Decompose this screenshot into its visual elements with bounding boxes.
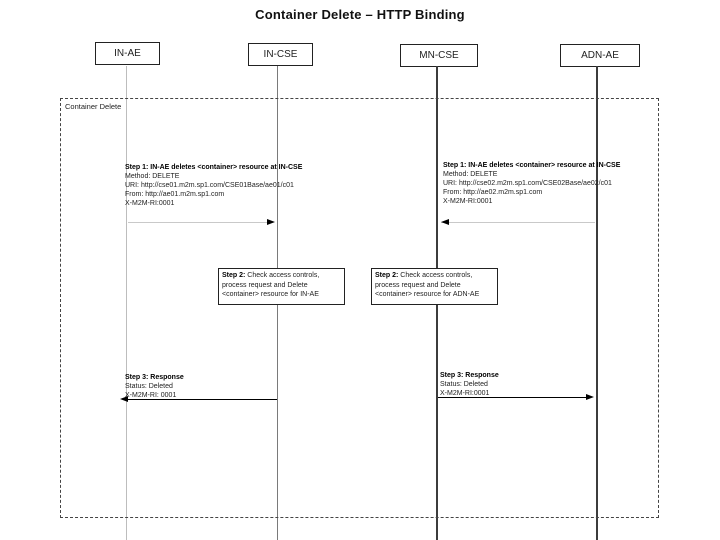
actor-label-adn-ae: ADN-AE — [581, 50, 619, 61]
step1-right-from: From: http://ae02.m2m.sp1.com — [443, 189, 543, 196]
step1-right-header: Step 1: IN-AE deletes <container> resour… — [443, 162, 621, 169]
step3-right-arrowhead-right-icon — [586, 394, 594, 400]
step3-left-header: Step 3: Response — [125, 374, 184, 381]
step1-left-arrowhead-right-icon — [267, 219, 275, 225]
step2-right-process-box: Step 2: Check access controls, process r… — [371, 268, 498, 305]
step3-left-arrowhead-left-icon — [120, 396, 128, 402]
actor-box-in-cse: IN-CSE — [248, 43, 313, 66]
step1-right-ri: X-M2M-RI:0001 — [443, 198, 493, 205]
step3-right-response-arrow-line — [438, 397, 589, 398]
step1-left-header: Step 1: IN-AE deletes <container> resour… — [125, 164, 303, 171]
step3-right-response-text: Step 3: Response Status: Deleted X-M2M-R… — [440, 371, 499, 398]
frame-label: Container Delete — [65, 102, 122, 111]
step1-right-arrowhead-left-icon — [441, 219, 449, 225]
actor-box-mn-cse: MN-CSE — [400, 44, 478, 67]
step3-left-response-text: Step 3: Response Status: Deleted X-M2M-R… — [125, 373, 184, 400]
step3-right-ri: X-M2M-RI:0001 — [440, 390, 490, 397]
step1-left-ri: X-M2M-RI:0001 — [125, 200, 175, 207]
step1-left-uri: URI: http://cse01.m2m.sp1.com/CSE01Base/… — [125, 182, 294, 189]
container-delete-frame: Container Delete — [60, 98, 659, 518]
actor-label-mn-cse: MN-CSE — [419, 50, 459, 61]
step2-left-process-box: Step 2: Check access controls, process r… — [218, 268, 345, 305]
step3-left-ri: X-M2M-RI: 0001 — [125, 392, 177, 399]
step2-right-text: Check access controls, process request a… — [375, 272, 480, 298]
step3-right-header: Step 3: Response — [440, 372, 499, 379]
actor-box-in-ae: IN-AE — [95, 42, 160, 65]
step3-left-status: Status: Deleted — [125, 383, 173, 390]
step1-left-message-text: Step 1: IN-AE deletes <container> resour… — [125, 163, 302, 208]
step2-left-text: Check access controls, process request a… — [222, 272, 320, 298]
step1-right-request-arrow-line — [441, 222, 595, 223]
step3-right-status: Status: Deleted — [440, 381, 488, 388]
step1-right-uri: URI: http://cse02.m2m.sp1.com/CSE02Base/… — [443, 180, 612, 187]
actor-box-adn-ae: ADN-AE — [560, 44, 640, 67]
step1-right-message-text: Step 1: IN-AE deletes <container> resour… — [443, 161, 620, 206]
diagram-title: Container Delete – HTTP Binding — [255, 7, 465, 22]
actor-label-in-cse: IN-CSE — [263, 49, 298, 60]
step2-right-label: Step 2: — [375, 272, 399, 279]
step3-left-response-arrow-line — [123, 399, 277, 400]
lifeline-in-ae — [126, 66, 127, 540]
step1-right-method: Method: DELETE — [443, 171, 498, 178]
lifeline-adn-ae — [596, 66, 598, 540]
step1-left-from: From: http://ae01.m2m.sp1.com — [125, 191, 225, 198]
step2-left-label: Step 2: — [222, 272, 246, 279]
step1-left-request-arrow-line — [128, 222, 267, 223]
actor-label-in-ae: IN-AE — [114, 48, 141, 59]
step1-left-method: Method: DELETE — [125, 173, 180, 180]
